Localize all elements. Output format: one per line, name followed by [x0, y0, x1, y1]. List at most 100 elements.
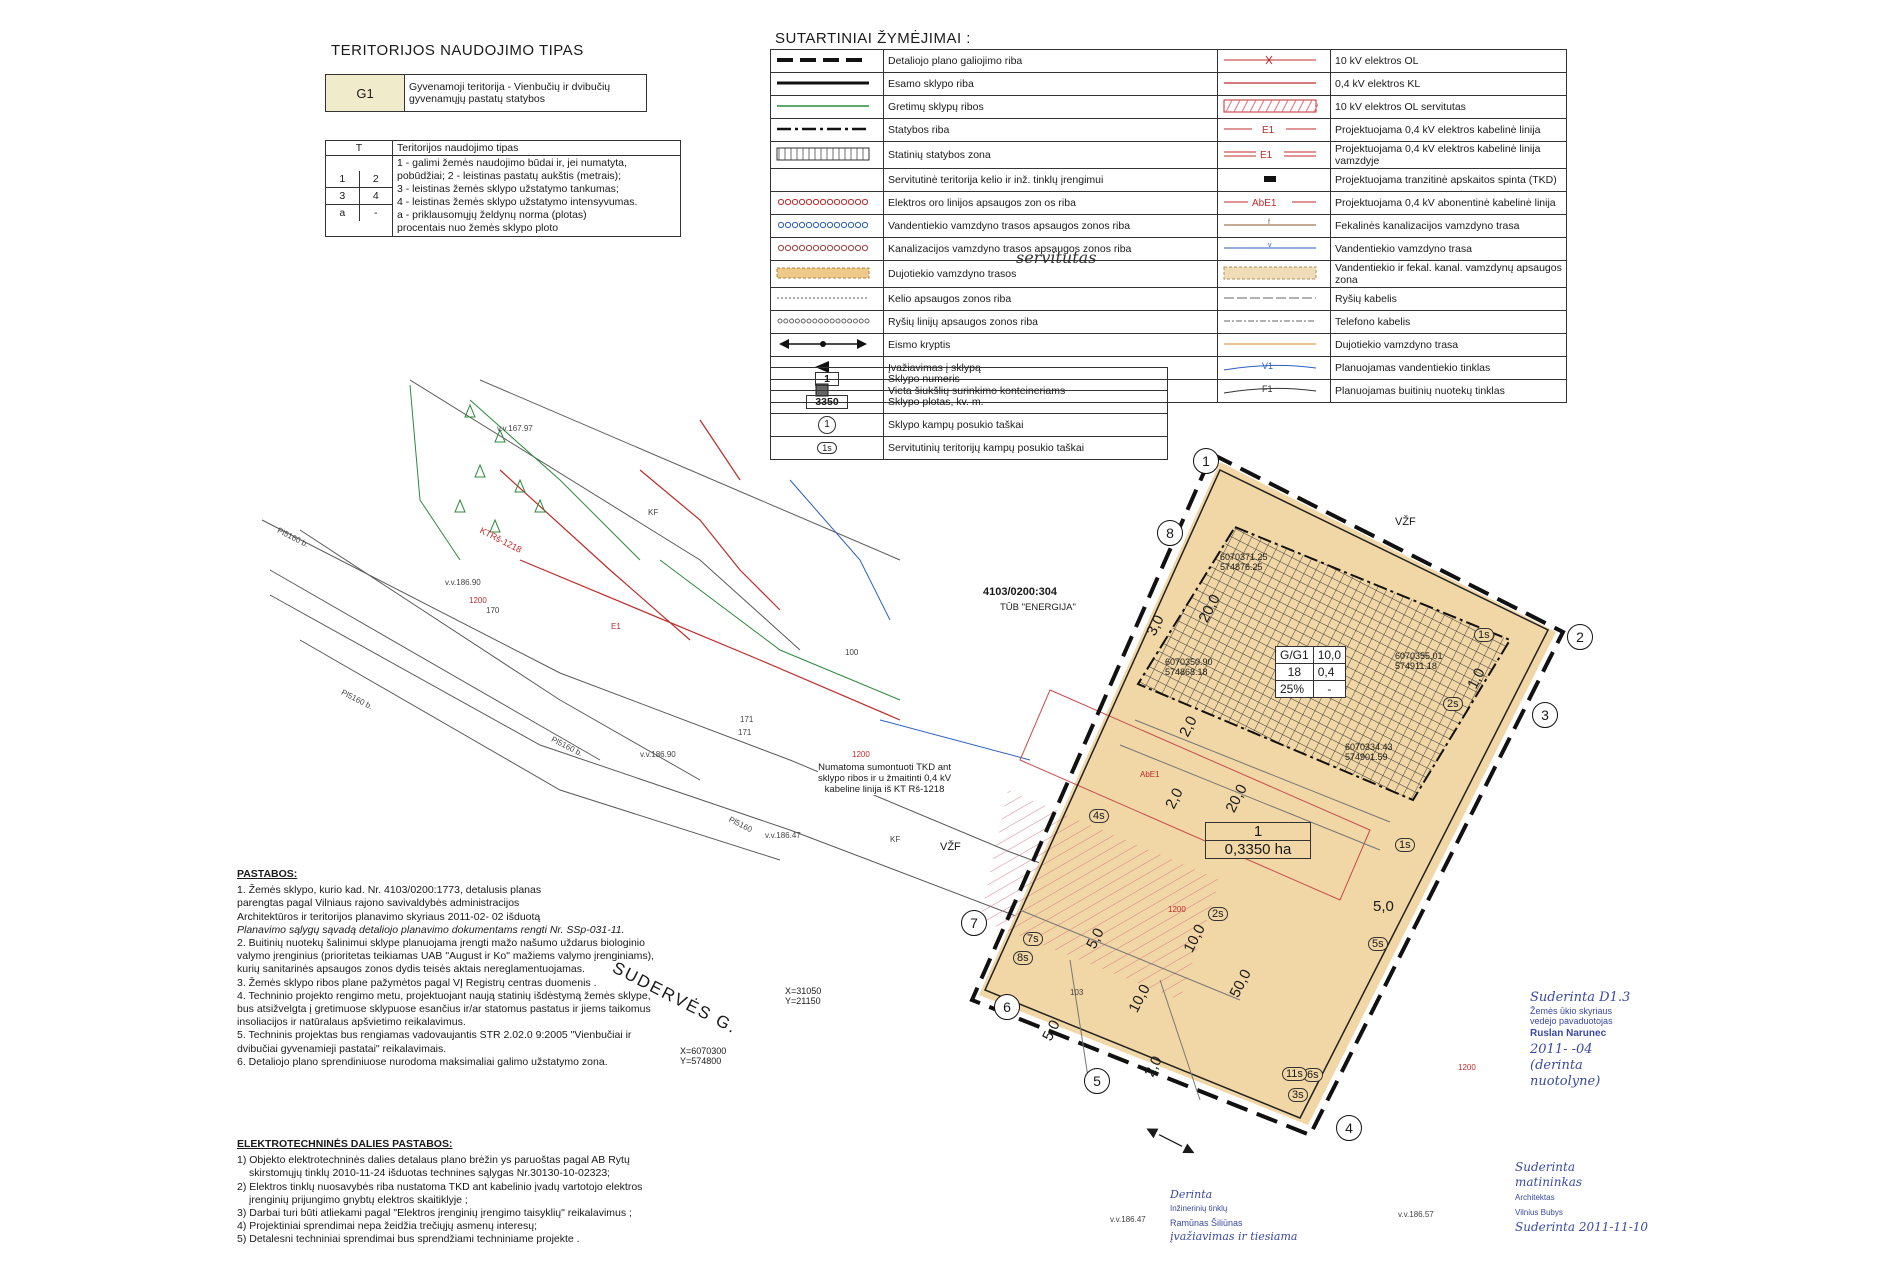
signature-line: nuotolyne) [1530, 1074, 1601, 1089]
note-line: parengtas pagal Vilniaus rajono savivald… [237, 897, 520, 910]
map-label: KF [648, 508, 659, 517]
legend-label: Projektuojama 0,4 kV abonentinė kabelinė… [1330, 191, 1567, 215]
circle2-symbol-icon: 1s [770, 436, 884, 460]
legend-symbol-value: 1 [815, 372, 839, 386]
map-label: v.v.186.47 [1110, 1215, 1146, 1224]
parcel-owner: TŪB "ENERGIJA" [1000, 602, 1076, 613]
signature-right-top: Suderinta D1.3 Žemės ūkio skyriaus vedėj… [1530, 990, 1650, 1090]
num-symbol-icon: 1 [770, 367, 884, 391]
territory-description: Gyvenamoji teritorija - Vienbučių ir dvi… [404, 74, 647, 112]
E1b-symbol-icon: E1 [1217, 141, 1331, 169]
F1-symbol-icon: F1 [1217, 379, 1331, 403]
note-line: 1. Žemės sklypo, kurio kad. Nr. 4103/020… [237, 884, 542, 897]
fill-tan-symbol-icon [770, 260, 884, 288]
water-lines [789, 479, 1031, 761]
corner-point-1: 1 [1193, 448, 1219, 474]
notes-title: PASTABOS: [237, 868, 298, 880]
note-line: 5. Techninis projektas bus rengiamas vad… [237, 1029, 632, 1042]
map-label: v.v.167.97 [497, 424, 533, 433]
corner-point-5: 5 [1084, 1068, 1110, 1094]
servitude-point: 1s [1474, 628, 1494, 642]
map-label: 170 [486, 606, 500, 615]
legend-label: Vandentiekio ir fekal. kanal. vamzdynų a… [1330, 260, 1567, 288]
hatch-grid-symbol-icon [770, 141, 884, 169]
legend-label: Telefono kabelis [1330, 310, 1567, 334]
plan-boundary [969, 451, 1566, 1138]
corner-point-6: 6 [994, 994, 1020, 1020]
legend-label: Kanalizacijos vamzdyno trasos apsaugos z… [883, 237, 1218, 261]
map-label: v.v.186.47 [765, 831, 801, 840]
elec-note-line: 3) Darbai turi būti atliekami pagal "Ele… [237, 1207, 632, 1220]
map-label: KF [890, 835, 901, 844]
key-cell: a [326, 204, 360, 221]
map-label: 1200 [1458, 1063, 1476, 1072]
plot-number: 1 [1206, 823, 1310, 841]
key-line: 1 - galimi žemės naudojimo būdai ir, jei… [397, 157, 627, 169]
territory-title: TERITORIJOS NAUDOJIMO TIPAS [331, 42, 584, 59]
legend-label: 0,4 kV elektros KL [1330, 72, 1567, 96]
note-line: bus atsižvelgta į gretimuose sklypuose e… [237, 1003, 651, 1016]
coord-y: 574876.25 [1220, 562, 1263, 572]
key-header-label: Teritorijos naudojimo tipas [392, 140, 681, 156]
map-label: v.v.186.90 [640, 750, 676, 759]
dimension-lines [1019, 719, 1391, 1101]
map-label: E1 [611, 622, 621, 631]
legend-row: Esamo sklypo riba 0,4 kV elektros KL [770, 72, 1567, 96]
elec-notes-title: ELEKTROTECHNINĖS DALIES PASTABOS: [237, 1138, 453, 1150]
xy-x: X=31050 [785, 986, 822, 996]
svg-text:E1: E1 [1260, 150, 1273, 161]
signature-line: Žemės ūkio skyriaus [1530, 1006, 1613, 1016]
key-line: procentais nuo žemės sklypo ploto [397, 222, 559, 234]
elec-note-line: 1) Objekto elektrotechninės dalies detal… [237, 1154, 630, 1167]
map-label: AbE1 [1140, 770, 1160, 779]
map-label: 1200 [469, 596, 487, 605]
solid-heavy-symbol-icon [770, 72, 884, 96]
servitude-strip [1019, 689, 1371, 901]
xy-y: Y=574800 [680, 1056, 722, 1066]
svg-text:AbE1: AbE1 [1252, 198, 1277, 209]
coord-x: 6070355.01 [1395, 651, 1443, 661]
hatch-tan-symbol-icon [1217, 260, 1331, 288]
servitude-point: 8s [1013, 951, 1033, 965]
signature-line: 2011- -04 [1530, 1042, 1593, 1057]
svg-text:f: f [1268, 219, 1270, 226]
key-explanation: 1 - galimi žemės naudojimo būdai ir, jei… [392, 155, 681, 237]
notes-block: PASTABOS: 1. Žemės sklypo, kurio kad. Nr… [237, 868, 782, 1069]
signature-line: matininkas [1515, 1175, 1583, 1189]
corner-point-3: 3 [1532, 702, 1558, 728]
tkd-line: sklypo ribos ir u žmaitinti 0,4 kV [818, 773, 952, 784]
neighbour-plot-boundaries [409, 384, 901, 701]
legend-row: Vandentiekio vamzdyno trasos apsaugos zo… [770, 214, 1567, 238]
legend-label: Projektuojama 0,4 kV elektros kabelinė l… [1330, 118, 1567, 142]
circle-symbol-icon: 1 [770, 413, 884, 437]
zone-cell: 10,0 [1312, 646, 1347, 664]
dimension-label: 5,0 [1373, 898, 1394, 915]
legend-label: 10 kV elektros OL [1330, 49, 1567, 73]
legend-label: Ryšių kabelis [1330, 287, 1567, 311]
legend-label: Dujotiekio vamzdyno trasa [1330, 333, 1567, 357]
legend-label: Vandentiekio vamzdyno trasos apsaugos zo… [883, 214, 1218, 238]
legend-label: Esamo sklypo riba [883, 72, 1218, 96]
servitude-point: 11s [1282, 1067, 1307, 1081]
parcel-boundary [983, 468, 1550, 1119]
signature-line: Suderinta D1.3 [1530, 990, 1631, 1005]
hatch-red-symbol-icon [1217, 95, 1331, 119]
legend-label: Projektuojama tranzitinė apskaitos spint… [1330, 168, 1567, 192]
note-line: Architektūros ir teritorijos planavimo s… [237, 910, 541, 923]
legend-title: SUTARTINIAI ŽYMĖJIMAI : [775, 30, 971, 47]
map-label: 103 [1070, 988, 1084, 997]
note-line: insoliacijos ir natūralaus apšvietimo re… [237, 1016, 466, 1029]
circles-grey-symbol-icon [770, 310, 884, 334]
signature-line: Suderinta [1515, 1160, 1576, 1174]
tkd-line: Numatoma sumontuoti TKD ant [818, 762, 951, 773]
